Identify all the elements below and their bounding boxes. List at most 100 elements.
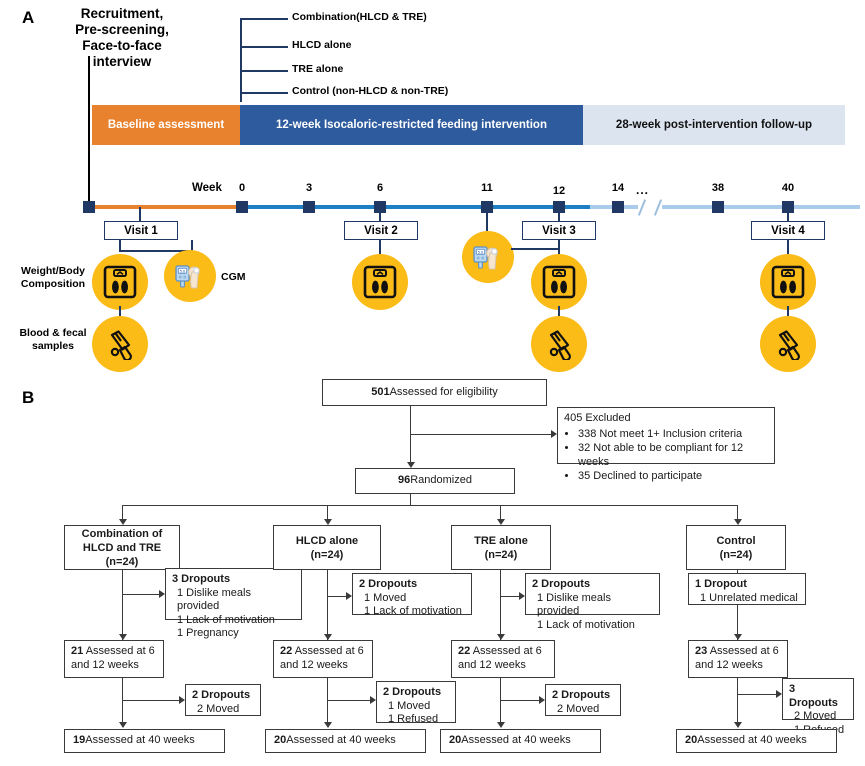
week-label-0: 0 [238, 182, 246, 194]
visit-box-2[interactable]: Visit 2 [344, 221, 418, 240]
box-group-tre: TRE alone (n=24) [451, 525, 551, 570]
dropout-title: 3 Dropouts [789, 683, 838, 709]
visit4-blood-link [787, 306, 789, 322]
group1-dropout2-connector [122, 700, 180, 702]
week-label-40: 40 [781, 182, 795, 194]
arrow-to-randomized [406, 462, 415, 468]
tick-start [83, 201, 95, 213]
box-group3-assessed-40w: 20 Assessed at 40 weeks [440, 729, 601, 753]
group2-dropout2-connector [327, 700, 371, 702]
tick-week-0 [236, 201, 248, 213]
group2-trunk-2 [327, 678, 329, 725]
arrow-to-excluded [551, 430, 557, 438]
group4-arrow-2 [733, 634, 742, 640]
week-label-14: 14 [611, 182, 625, 194]
timeline-intervention-segment [242, 205, 590, 209]
box-group4-dropouts-2: 3 Dropouts 2 Moved 1 Refused [782, 678, 854, 736]
group1-trunk-2 [122, 678, 124, 725]
group3-trunk-2 [500, 678, 502, 725]
excluded-title: 405 Excluded [564, 412, 631, 424]
visit3-left-bar [511, 248, 559, 250]
week-label-38: 38 [711, 182, 725, 194]
assessed12-text: Assessed at 6 and 12 weeks [71, 645, 155, 671]
dropout-title: 3 Dropouts [172, 573, 231, 585]
weight-scale-icon [531, 254, 587, 310]
tick-week-3 [303, 201, 315, 213]
assessed40-count: 20 [274, 734, 287, 747]
excluded-list: 338 Not meet 1+ Inclusion criteria 32 No… [564, 428, 768, 484]
group3-trunk [500, 570, 502, 667]
assessed12-text: Assessed at 6 and 12 weeks [458, 645, 542, 671]
panel-a-label: A [22, 8, 35, 27]
dropout-item: 1 Refused [388, 713, 439, 725]
dropout-item: 1 Pregnancy [177, 627, 239, 639]
group2-arrow-2 [323, 634, 332, 640]
group4-arrow [733, 519, 742, 525]
dropout-item: 1 Lack of motivation [537, 618, 635, 631]
group3-dropout2-connector [500, 700, 540, 702]
group1-arrow-3 [118, 722, 127, 728]
visit1-blood-link [119, 306, 121, 322]
panel-b-label: B [22, 388, 35, 407]
dropout-title: 1 Dropout [695, 578, 747, 590]
band-baseline: Baseline assessment [92, 105, 240, 145]
box-group1-assessed-12w: 21 Assessed at 6 and 12 weeks [64, 640, 164, 678]
assessed40-count: 19 [73, 734, 86, 747]
recruitment-title: Recruitment, Pre-screening, Face-to-face… [75, 6, 169, 69]
visit-box-4[interactable]: Visit 4 [751, 221, 825, 240]
blood-tube-icon [760, 316, 816, 372]
dropout-item: 1 Moved [364, 591, 407, 604]
group2-stem [327, 505, 329, 521]
dropout-item: 1 Lack of motivation [177, 613, 275, 626]
box-group3-dropouts-2: 2 Dropouts 2 Moved [545, 684, 621, 716]
timeline-baseline-segment [92, 205, 242, 209]
group3-stem [500, 505, 502, 521]
tick-week-38 [712, 201, 724, 213]
dropout-title: 2 Dropouts [552, 689, 611, 701]
box-group4-assessed-40w: 20 Assessed at 40 weeks [676, 729, 837, 753]
visit1-split-bar [119, 250, 193, 252]
group3-arrow-2 [496, 634, 505, 640]
visit3-drop [558, 240, 560, 256]
weight-scale-icon [760, 254, 816, 310]
dropout-item: 2 Moved [794, 710, 837, 722]
dropout-item: 1 Lack of motivation [364, 605, 462, 617]
arms-stem [240, 18, 242, 102]
group4-arrow-3 [733, 722, 742, 728]
timeline-followup-segment-b [662, 205, 860, 209]
label-cgm: CGM [221, 271, 246, 283]
dropout-title: 2 Dropouts [383, 686, 442, 698]
blood-tube-icon [531, 316, 587, 372]
arm-branch-1 [240, 18, 288, 20]
dropout-item: 1 Moved [388, 699, 431, 712]
box-group2-dropouts-2: 2 Dropouts 1 Moved 1 Refused [376, 681, 456, 725]
dropout-item: 2 Moved [557, 702, 600, 715]
dropout-title: 2 Dropouts [359, 578, 418, 590]
assessed12-count: 22 [280, 645, 293, 657]
visit-box-1[interactable]: Visit 1 [104, 221, 178, 240]
arm-label-control: Control (non-HLCD & non-TRE) [292, 85, 449, 97]
weight-scale-icon [352, 254, 408, 310]
box-group2-assessed-12w: 22 Assessed at 6 and 12 weeks [273, 640, 373, 678]
visit3-stem [558, 207, 560, 221]
cgm-sensor-icon: 5.6 [164, 250, 216, 302]
assessed40-count: 20 [685, 734, 698, 747]
box-group4-assessed-12w: 23 Assessed at 6 and 12 weeks [688, 640, 788, 678]
box-group-control: Control (n=24) [686, 525, 786, 570]
visit-box-3[interactable]: Visit 3 [522, 221, 596, 240]
week-label-3: 3 [305, 182, 313, 194]
excluded-item: 32 Not able to be compliant for 12 weeks [578, 442, 768, 469]
visit4-stem [787, 207, 789, 221]
group2-trunk [327, 570, 329, 667]
group2-dropout2-arrow [370, 696, 376, 704]
group3-dropout-connector [500, 596, 520, 598]
box-group3-assessed-12w: 22 Assessed at 6 and 12 weeks [451, 640, 555, 678]
weight-scale-icon [92, 254, 148, 310]
week-label-11: 11 [481, 182, 493, 194]
group1-arrow [118, 519, 127, 525]
band-intervention: 12-week Isocaloric-restricted feeding in… [240, 105, 583, 145]
week-label-6: 6 [376, 182, 384, 194]
box-group1-assessed-40w: 19 Assessed at 40 weeks [64, 729, 225, 753]
box-group-combination: Combination of HLCD and TRE (n=24) [64, 525, 180, 570]
week-word: Week [192, 182, 222, 194]
